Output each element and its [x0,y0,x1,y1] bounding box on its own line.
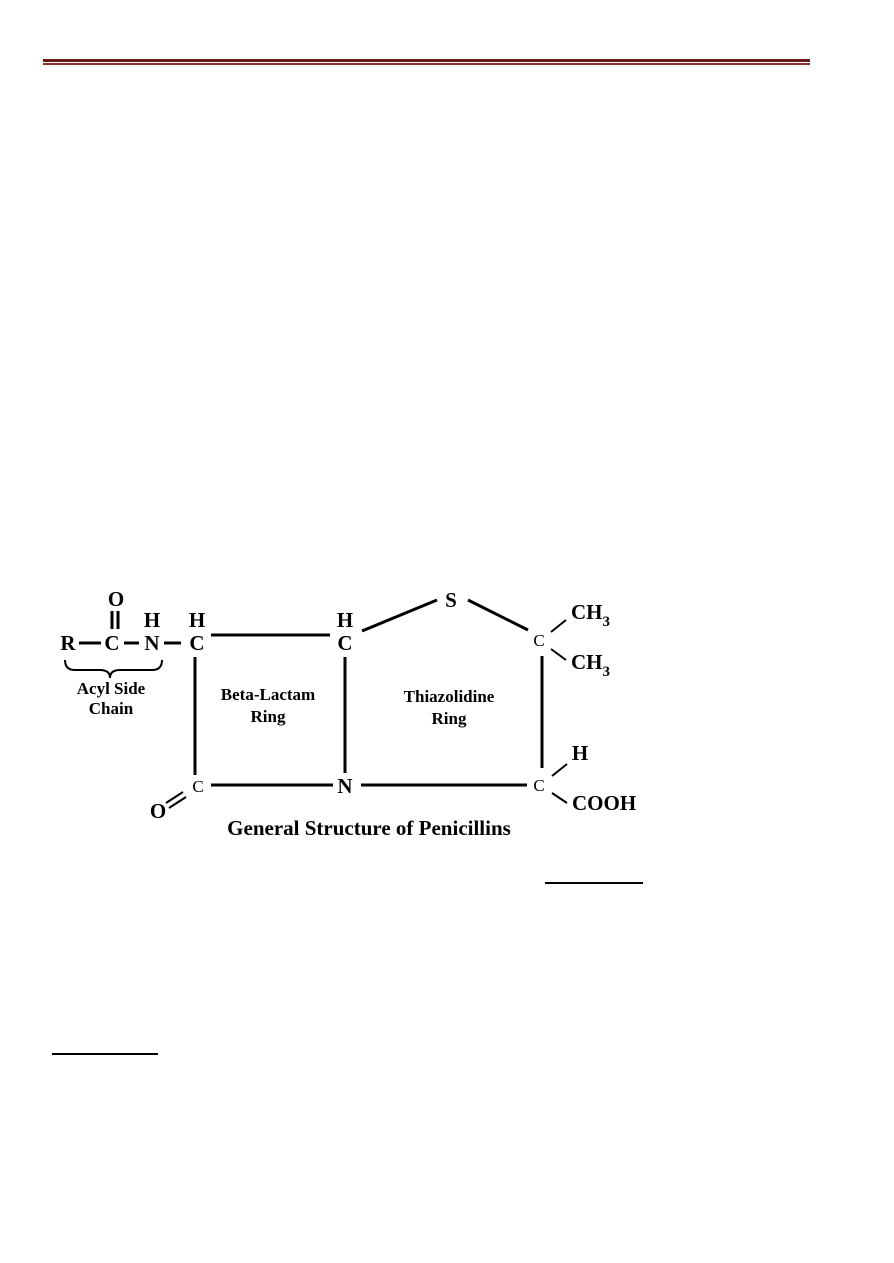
bond-c-ch3-upper [550,619,567,633]
atom-c5: C [337,631,352,655]
bond-c-o-carbonyl-b [168,796,187,809]
region-labels: Acyl Side Chain Beta-Lactam Ring Thiazol… [77,679,495,728]
acyl-brace [64,659,163,679]
atom-o-top: O [108,587,124,611]
label-thiazolidine-line1: Thiazolidine [404,687,495,706]
label-beta-lactam-line1: Beta-Lactam [221,685,315,704]
bonds [79,598,568,809]
bond-c-o-carbonyl-a [165,791,184,804]
bond-c5-s [361,598,438,633]
atom-c-acyl: C [104,631,119,655]
label-acyl-line1: Acyl Side [77,679,146,698]
atom-s: S [445,588,457,612]
atom-h-amide: H [144,608,160,632]
bond-c-cooh [551,792,568,804]
group-cooh: COOH [572,791,636,815]
bond-s-c-dimethyl [467,598,529,632]
atom-n-amide: N [144,631,159,655]
bond-c-h [551,763,568,777]
underline-rule-right [545,882,643,884]
atom-r: R [60,631,76,655]
group-ch3-lower: CH3 [571,650,610,680]
label-beta-lactam-line2: Ring [251,707,286,726]
atom-o-carbonyl: O [150,799,166,823]
atoms: R C O H N H C H C S C CH3 CH3 C H COOH C… [60,587,636,823]
atom-c-carboxyl: C [533,776,544,795]
atom-c-dimethyl: C [533,631,544,650]
atom-h-c3: H [189,608,205,632]
atom-c-carbonyl: C [192,777,203,796]
atom-c3: C [189,631,204,655]
label-acyl-line2: Chain [89,699,134,718]
diagram-title: General Structure of Penicillins [227,816,511,840]
underline-rule-left [52,1053,158,1055]
atom-h-carboxyl: H [572,741,588,765]
group-ch3-upper: CH3 [571,600,610,630]
header-rule [43,59,810,65]
atom-h-c5: H [337,608,353,632]
bond-c-ch3-lower [550,648,567,661]
atom-n-ring: N [337,774,352,798]
label-thiazolidine-line2: Ring [432,709,467,728]
